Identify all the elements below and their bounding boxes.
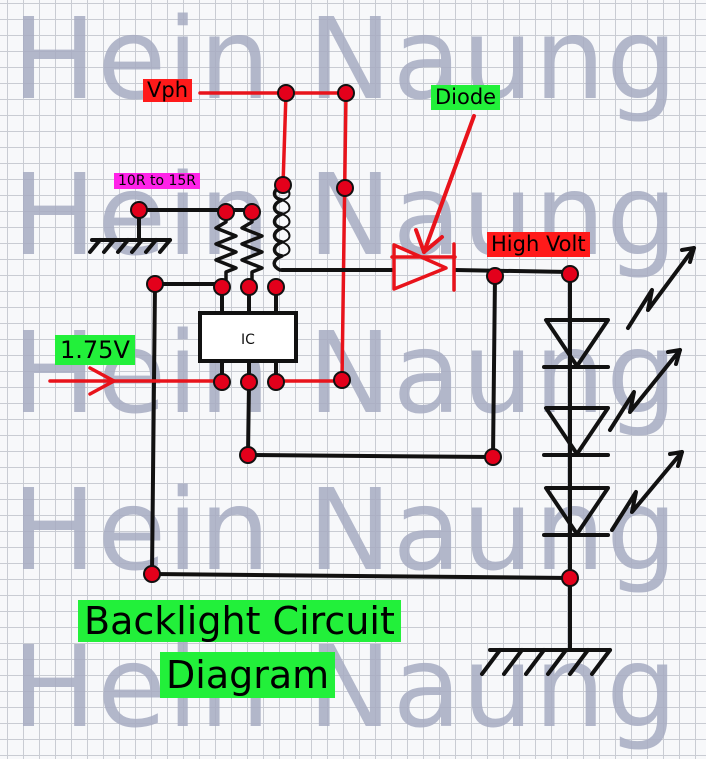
red-wires [198,91,457,383]
node [243,203,261,221]
node [130,201,148,219]
light-arrow-1 [626,246,696,330]
led-3-body [544,486,610,536]
junction-nodes [130,84,579,587]
inductor-symbol [272,184,291,272]
node [484,448,502,466]
resistor-2 [240,210,264,286]
bottom-rail [150,572,572,580]
node [217,203,235,221]
coil-1 [272,184,284,272]
node [240,373,258,391]
black-wires [137,208,572,652]
ground-2-hatch [480,648,612,676]
resistor-1 [214,210,238,286]
node [336,179,354,197]
vph-coil-feed-wire [281,91,288,187]
high-volt-label: High Volt [487,232,590,257]
node [267,278,285,296]
node [486,267,504,285]
input-arrow [48,366,224,396]
node [213,278,231,296]
node [561,569,579,587]
diode-pointer-arrow [414,114,476,254]
node [239,446,257,464]
vph-right-rail-wire [340,91,348,382]
left-rail [150,282,157,576]
ground-symbols [88,238,612,676]
node [561,265,579,283]
diode-body [392,243,448,291]
feedback-bottom-wire [246,382,495,459]
vph-label: Vph [143,79,193,102]
resistor-value-label: 10R to 15R [114,173,201,189]
node [267,373,285,391]
light-arrows [608,246,696,532]
light-arrow-2 [608,348,682,432]
node [240,278,258,296]
title-line-1: Backlight Circuit [78,600,401,642]
light-arrow-3 [610,450,684,532]
node [274,176,292,194]
resistor-symbols [214,210,264,286]
light-arrow-3-head [668,450,684,468]
coil-2 [281,185,291,257]
node [146,275,164,293]
node [143,565,161,583]
ground-1-hatch [88,238,172,254]
feedback-right-wire [491,274,497,459]
diode-to-highvolt-wire [453,268,572,274]
ic-label: IC [241,332,255,348]
light-arrow-1-head [680,246,696,264]
ic-chip-body [198,311,298,363]
node [337,84,355,102]
led-symbols [542,318,610,537]
node [213,373,231,391]
led-2-body [544,406,610,456]
title-line-2: Diagram [160,652,336,698]
diode-label: Diode [431,85,501,110]
node [277,84,295,102]
node [333,371,351,389]
diode-symbol [392,242,456,292]
input-voltage-label: 1.75V [55,335,135,365]
watermark-text-4: Hein Naung [12,466,679,596]
light-arrow-2-head [666,348,682,366]
led-1-body [544,318,610,368]
